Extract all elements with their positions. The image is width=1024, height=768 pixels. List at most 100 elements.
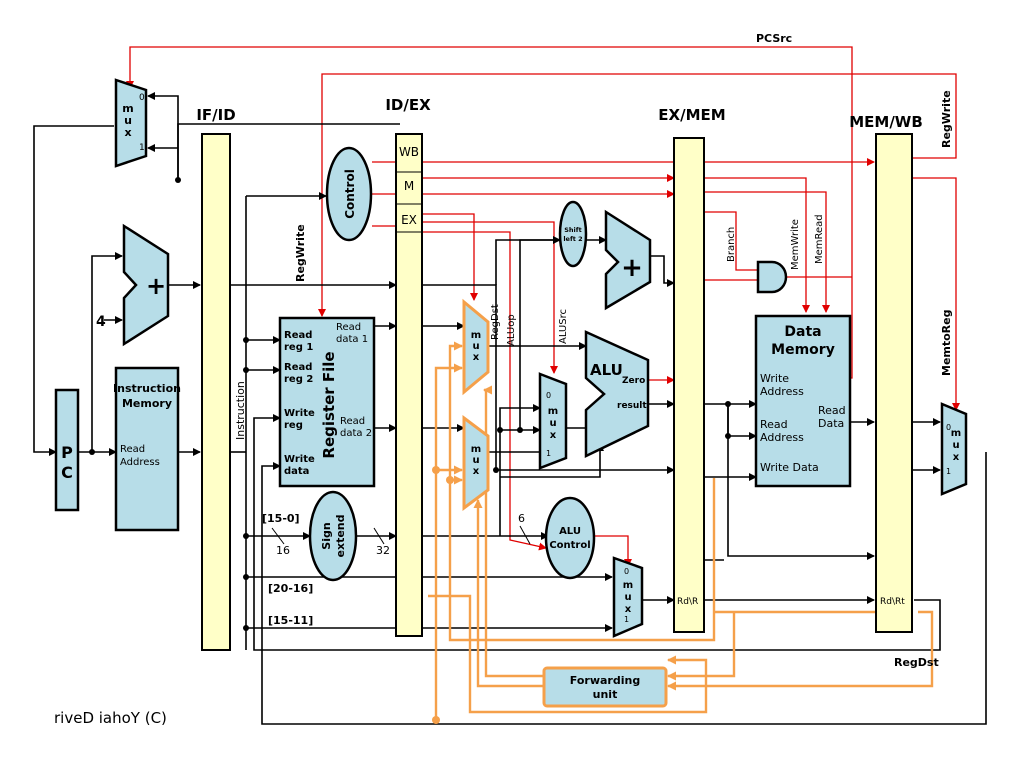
data-memory: Data Memory Write Address Read Address W… bbox=[754, 314, 852, 488]
svg-text:Read: Read bbox=[284, 330, 312, 341]
svg-text:Read: Read bbox=[760, 418, 788, 431]
copyright-text: riveD iahoY (C) bbox=[54, 709, 167, 727]
svg-text:reg 2: reg 2 bbox=[284, 374, 313, 385]
svg-text:ALU: ALU bbox=[559, 526, 581, 537]
alusrc-mux: 0 1 m u x bbox=[538, 372, 568, 470]
svg-text:Branch: Branch bbox=[726, 227, 737, 262]
svg-text:left 2: left 2 bbox=[563, 235, 582, 243]
svg-text:Memory: Memory bbox=[771, 342, 835, 358]
svg-text:RegDst: RegDst bbox=[490, 304, 501, 340]
svg-text:[15-11]: [15-11] bbox=[268, 614, 313, 627]
svg-text:ALUSrc: ALUSrc bbox=[558, 309, 569, 344]
four-label: 4 bbox=[96, 314, 106, 330]
control-wires bbox=[126, 46, 960, 567]
svg-text:0: 0 bbox=[624, 567, 629, 576]
svg-text:MemRead: MemRead bbox=[814, 214, 825, 264]
svg-text:Read: Read bbox=[336, 322, 361, 333]
instruction-memory: Instruction Memory Read Address bbox=[113, 366, 181, 532]
svg-text:0: 0 bbox=[139, 93, 145, 103]
svg-text:Control: Control bbox=[343, 169, 357, 219]
svg-text:P: P bbox=[61, 443, 73, 462]
svg-text:16: 16 bbox=[276, 544, 290, 557]
svg-text:x: x bbox=[550, 430, 557, 441]
svg-text:reg 1: reg 1 bbox=[284, 342, 313, 353]
svg-text:Read: Read bbox=[284, 362, 312, 373]
svg-text:m: m bbox=[951, 428, 961, 439]
svg-text:1: 1 bbox=[624, 615, 629, 624]
svg-text:u: u bbox=[472, 341, 479, 352]
svg-text:ALU: ALU bbox=[590, 361, 623, 379]
svg-text:PCSrc: PCSrc bbox=[756, 32, 792, 45]
svg-text:x: x bbox=[625, 604, 632, 615]
svg-text:Memory: Memory bbox=[122, 397, 172, 410]
svg-text:m: m bbox=[623, 580, 633, 591]
svg-text:m: m bbox=[122, 102, 133, 115]
svg-text:Address: Address bbox=[760, 431, 804, 444]
svg-text:[15-0]: [15-0] bbox=[262, 512, 300, 525]
svg-text:Read: Read bbox=[340, 416, 365, 427]
svg-text:Write: Write bbox=[284, 408, 315, 419]
svg-text:extend: extend bbox=[334, 515, 347, 558]
if-id-label: IF/ID bbox=[196, 106, 235, 124]
alu-input-mux-a: m u x bbox=[462, 298, 490, 396]
svg-text:Write: Write bbox=[284, 454, 315, 465]
idex-ex-field: EX bbox=[401, 213, 417, 227]
signal-labels: PCSrc RegWrite RegWrite RegDst ALUop ALU… bbox=[234, 32, 953, 669]
id-ex-register bbox=[395, 133, 423, 637]
svg-text:Rd\R: Rd\R bbox=[677, 597, 698, 607]
forwarding-wires bbox=[428, 341, 934, 724]
shift-left-2: Shift left 2 bbox=[558, 200, 588, 268]
svg-text:Zero: Zero bbox=[622, 376, 645, 386]
alu: ALU Zero result bbox=[584, 330, 650, 458]
svg-text:data 1: data 1 bbox=[336, 334, 368, 345]
svg-text:Control: Control bbox=[549, 540, 590, 551]
svg-text:1: 1 bbox=[946, 467, 951, 476]
svg-text:RegDst: RegDst bbox=[894, 656, 939, 669]
svg-text:Address: Address bbox=[120, 457, 160, 468]
alu-control: ALU Control bbox=[544, 496, 596, 580]
svg-text:MemtoReg: MemtoReg bbox=[940, 310, 953, 377]
branch-adder: + bbox=[604, 209, 652, 311]
svg-text:1: 1 bbox=[139, 143, 145, 153]
svg-text:Forwarding: Forwarding bbox=[570, 674, 640, 687]
ex-mem-register bbox=[673, 137, 705, 633]
control-unit: Control bbox=[325, 146, 373, 242]
svg-text:+: + bbox=[146, 272, 166, 300]
svg-text:Instruction: Instruction bbox=[113, 382, 181, 395]
svg-text:[20-16]: [20-16] bbox=[268, 582, 313, 595]
regdst-mux: 0 1 m u x bbox=[612, 556, 644, 638]
id-ex-label: ID/EX bbox=[385, 96, 431, 114]
svg-text:x: x bbox=[473, 352, 480, 363]
svg-text:C: C bbox=[61, 463, 73, 482]
svg-text:ALUop: ALUop bbox=[506, 314, 517, 346]
svg-text:Shift: Shift bbox=[564, 226, 581, 234]
svg-text:6: 6 bbox=[518, 512, 525, 525]
svg-text:+: + bbox=[621, 253, 643, 283]
idex-wb-field: WB bbox=[399, 145, 419, 159]
svg-text:u: u bbox=[472, 455, 479, 466]
svg-text:32: 32 bbox=[376, 544, 390, 557]
svg-text:u: u bbox=[624, 592, 631, 603]
svg-text:m: m bbox=[471, 330, 481, 341]
svg-text:u: u bbox=[124, 114, 132, 127]
pc-mux: 0 1 m u x bbox=[114, 78, 148, 168]
forwarding-unit: Forwarding unit bbox=[542, 666, 668, 708]
svg-text:0: 0 bbox=[946, 423, 951, 432]
branch-and-gate bbox=[756, 260, 788, 294]
svg-text:MemWrite: MemWrite bbox=[790, 219, 801, 270]
svg-text:m: m bbox=[471, 444, 481, 455]
svg-text:Sign: Sign bbox=[320, 522, 333, 549]
svg-text:Data: Data bbox=[818, 417, 844, 430]
svg-text:result: result bbox=[617, 401, 647, 411]
mem-wb-register bbox=[875, 133, 913, 633]
svg-text:Rd\Rt: Rd\Rt bbox=[880, 597, 905, 607]
svg-text:unit: unit bbox=[593, 688, 618, 701]
svg-text:0: 0 bbox=[546, 391, 551, 400]
svg-text:x: x bbox=[124, 126, 131, 139]
ex-mem-label: EX/MEM bbox=[658, 106, 725, 124]
svg-text:u: u bbox=[952, 440, 959, 451]
svg-text:Write: Write bbox=[760, 372, 789, 385]
svg-text:Read: Read bbox=[120, 444, 145, 455]
svg-text:reg: reg bbox=[284, 420, 303, 431]
svg-text:Write Data: Write Data bbox=[760, 461, 819, 474]
